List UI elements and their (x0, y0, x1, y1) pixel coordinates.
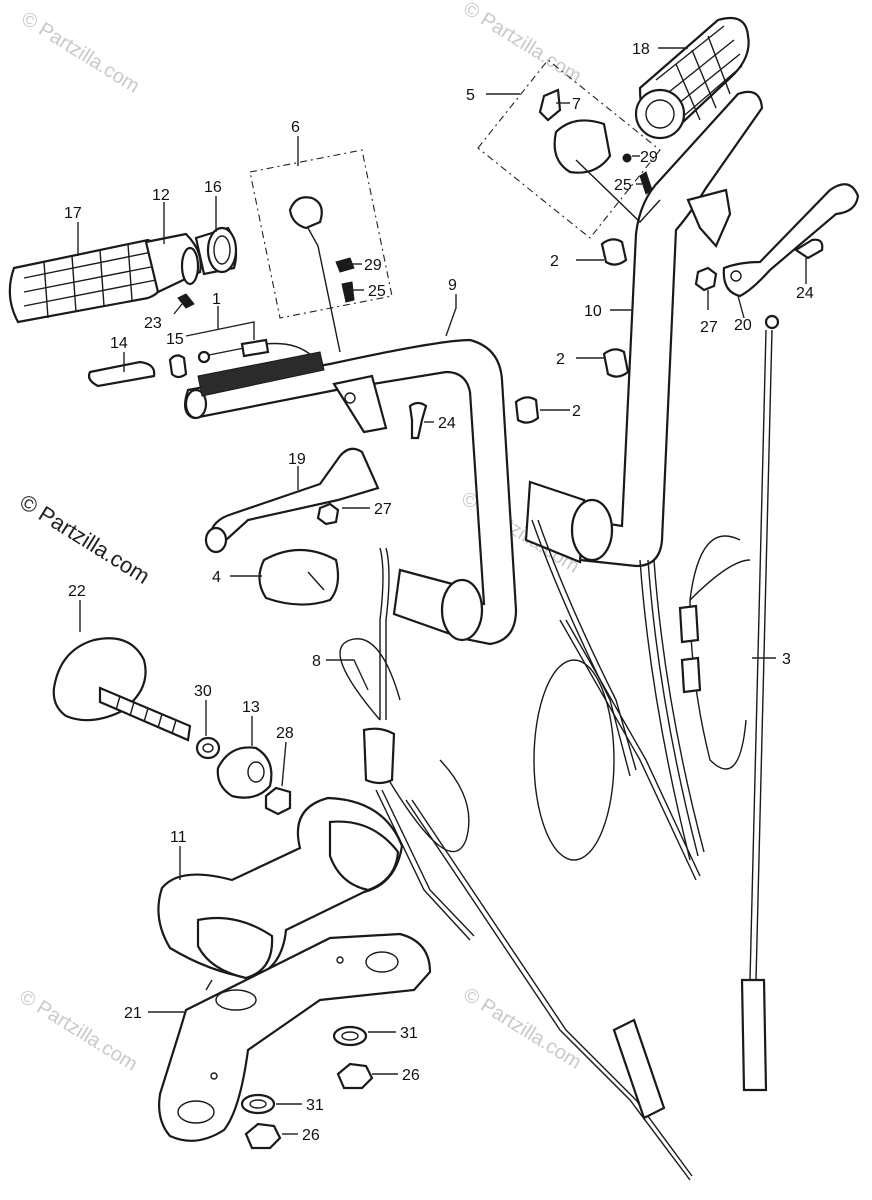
callout-27: 27 (374, 501, 392, 518)
watermark: © Partzilla.com (17, 8, 143, 98)
callout-26: 26 (302, 1127, 320, 1144)
watermark: © Partzilla.com (459, 0, 585, 88)
clutch-bracket (332, 374, 388, 434)
grip-17 (8, 238, 168, 324)
switch-body-on-bar (197, 351, 325, 397)
washer-30 (195, 736, 221, 760)
callout-15: 15 (166, 331, 184, 348)
callout-2: 2 (550, 253, 559, 270)
callout-28: 28 (276, 725, 294, 742)
callout-25: 25 (368, 283, 386, 300)
washer-31-lower (240, 1093, 276, 1115)
callout-13: 13 (242, 699, 260, 716)
callout-16: 16 (204, 179, 222, 196)
callout-30: 30 (194, 683, 212, 700)
callout-11: 11 (170, 829, 187, 846)
clamp-2b (602, 348, 630, 378)
callout-5: 5 (466, 87, 475, 104)
plate-21 (158, 932, 432, 1142)
assembly-box-6 (249, 149, 393, 319)
callout-1: 1 (212, 291, 221, 308)
assembly-box-5 (477, 59, 661, 239)
hole (365, 951, 399, 973)
callout-6: 6 (291, 119, 300, 136)
callout-14: 14 (110, 335, 128, 352)
nut-26-lower (244, 1122, 282, 1150)
clamp-2c (514, 396, 540, 424)
grip-18 (634, 16, 750, 140)
callout-29: 29 (364, 257, 382, 274)
cable-bundle-left (531, 519, 701, 881)
bolt-24-right (793, 238, 824, 260)
right-lever-bracket (686, 188, 732, 249)
switch-6 (288, 196, 323, 230)
callout-18: 18 (632, 41, 650, 58)
callout-3: 3 (782, 651, 791, 668)
callout-31: 31 (400, 1025, 418, 1042)
washer-31-upper (332, 1025, 368, 1047)
clamp-2a (600, 238, 628, 266)
callout-26: 26 (402, 1067, 420, 1084)
throttle-piece-14 (87, 360, 156, 388)
cable-bundle-right (639, 559, 705, 861)
nut-27-left (316, 502, 340, 526)
callout-25: 25 (614, 177, 632, 194)
main-watermark: © Partzilla.com (15, 489, 154, 589)
callout-22: 22 (68, 583, 86, 600)
callout-21: 21 (124, 1005, 142, 1022)
callout-31: 31 (306, 1097, 324, 1114)
handlebar-10 (578, 90, 764, 568)
bolt-24-left (408, 401, 428, 440)
switch-housing-5 (553, 119, 612, 174)
callout-2: 2 (572, 403, 581, 420)
nut-13 (216, 746, 273, 799)
nut-26-upper (336, 1062, 374, 1090)
watermark: © Partzilla.com (15, 986, 141, 1076)
cable-3 (678, 314, 780, 1092)
nut-27-right (694, 266, 718, 292)
callout-7: 7 (572, 96, 581, 113)
callout-19: 19 (288, 451, 306, 468)
callout-9: 9 (448, 277, 457, 294)
cable-end-15 (168, 354, 188, 379)
cable-8 (339, 547, 693, 1181)
callout-4: 4 (212, 569, 221, 586)
lever-20 (722, 183, 860, 298)
callout-2: 2 (556, 351, 565, 368)
watermark: © Partzilla.com (459, 984, 585, 1074)
callout-29: 29 (640, 149, 658, 166)
callout-17: 17 (64, 205, 82, 222)
clip-7 (538, 88, 562, 122)
callout-27: 27 (700, 319, 718, 336)
callout-10: 10 (584, 303, 602, 320)
leader-lines (77, 47, 807, 1135)
callout-23: 23 (144, 315, 162, 332)
callout-20: 20 (734, 317, 752, 334)
callout-8: 8 (312, 653, 321, 670)
callout-24: 24 (438, 415, 456, 432)
callout-12: 12 (152, 187, 170, 204)
callout-24: 24 (796, 285, 814, 302)
band-4 (258, 549, 340, 606)
nut-28 (264, 786, 292, 816)
